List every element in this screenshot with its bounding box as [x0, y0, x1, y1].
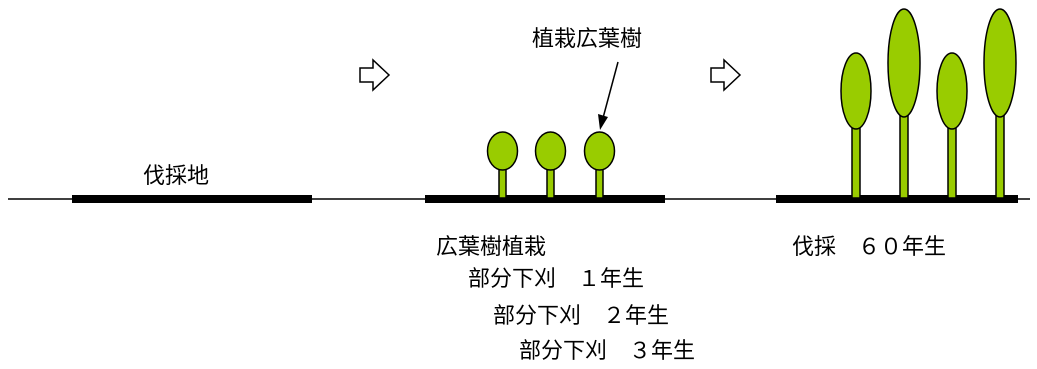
stage2-line1: 部分下刈 １年生	[468, 267, 645, 292]
tall-tree-icon	[936, 52, 968, 199]
small-tree-icon	[486, 131, 519, 199]
stage2-line3: 部分下刈 ３年生	[519, 339, 696, 364]
small-tree-icon	[583, 131, 616, 199]
stage1-label: 伐採地	[143, 164, 210, 189]
tall-tree-icon	[887, 8, 921, 199]
hollow-right-arrow-icon	[710, 58, 742, 92]
tall-tree-icon	[840, 52, 872, 199]
stage2-line2: 部分下刈 ２年生	[493, 304, 670, 329]
hollow-right-arrow-icon	[359, 58, 391, 92]
ground-bar-harvest-site	[72, 195, 312, 203]
ground-bar-planting	[425, 195, 665, 203]
stage3-label: 伐採 ６０年生	[792, 235, 947, 260]
down-arrow-icon	[598, 61, 619, 130]
ground-bar-mature	[776, 195, 1018, 203]
stage2-title: 広葉樹植栽	[436, 235, 547, 260]
tall-tree-icon	[983, 8, 1017, 199]
small-tree-icon	[534, 131, 567, 199]
planted-tree-note: 植栽広葉樹	[532, 27, 643, 52]
